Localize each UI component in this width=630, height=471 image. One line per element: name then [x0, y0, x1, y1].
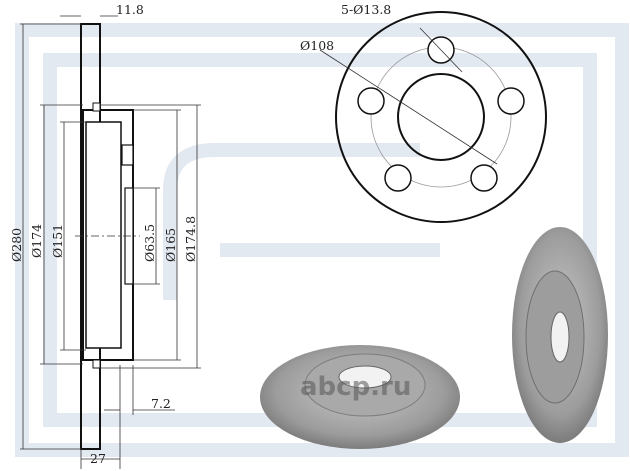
dimension-labels: 11.8 Ø280 Ø174 Ø151 Ø63.5 Ø165 Ø174.8 7.… — [9, 2, 198, 466]
watermark: abcp.ru — [300, 372, 411, 402]
center-bore-label: Ø63.5 — [142, 224, 157, 262]
total-height-label: 27 — [90, 451, 106, 466]
d151-label: Ø151 — [50, 224, 65, 258]
disc-photo-flat — [260, 345, 460, 449]
hat-offset-label: 7.2 — [151, 396, 171, 411]
outer-diameter-label: Ø280 — [9, 228, 24, 262]
bolt-circle-label: Ø108 — [300, 38, 334, 53]
dimension-lines — [20, 15, 201, 469]
d174-label: Ø174 — [29, 224, 44, 258]
bolt-holes-label: 5-Ø13.8 — [341, 2, 391, 17]
d165-label: Ø165 — [163, 228, 178, 262]
disc-front-view: 5-Ø13.8 Ø108 — [300, 2, 547, 223]
d174-8-label: Ø174.8 — [183, 216, 198, 262]
disc-photo-side — [512, 227, 608, 443]
disc-cross-section — [75, 23, 140, 450]
thickness-label: 11.8 — [116, 2, 144, 17]
